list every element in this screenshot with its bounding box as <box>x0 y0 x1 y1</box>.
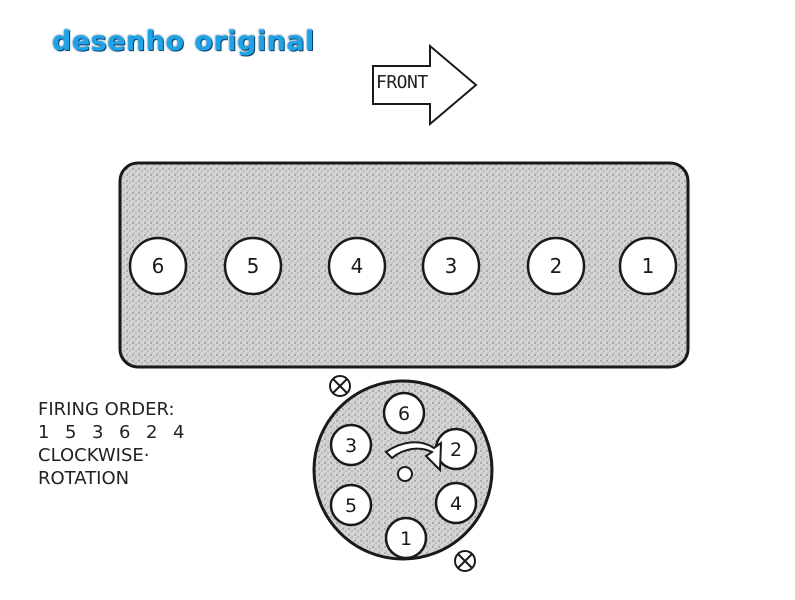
engine-block <box>118 161 690 369</box>
cylinder-number: 6 <box>152 254 165 278</box>
rotor-icon <box>384 441 443 482</box>
firing-order-item: 5 <box>65 422 77 443</box>
cap-terminal: 2 <box>434 427 478 471</box>
hold-down-clip-icon <box>329 375 351 397</box>
rotation-line-1: CLOCKWISE· <box>38 445 150 466</box>
cap-terminal-number: 6 <box>398 403 410 425</box>
cap-terminal-number: 2 <box>450 439 462 461</box>
cylinder-number: 2 <box>550 254 563 278</box>
firing-order-item: 4 <box>173 422 185 443</box>
cylinder-number: 4 <box>351 254 364 278</box>
firing-order-item: 3 <box>92 422 104 443</box>
cylinder-circle <box>128 236 188 296</box>
firing-order-label: FIRING ORDER: <box>38 399 175 420</box>
cylinder-circle <box>327 236 387 296</box>
cylinder: 6 <box>128 236 188 296</box>
cap-terminal: 4 <box>434 481 478 525</box>
cap-terminal-number: 4 <box>450 493 462 515</box>
cylinder: 4 <box>327 236 387 296</box>
cylinder-circle <box>223 236 283 296</box>
watermark-text: desenho original <box>52 26 315 57</box>
hold-down-clip-icon <box>454 550 476 572</box>
firing-order-item: 2 <box>146 422 158 443</box>
cap-terminal-number: 5 <box>345 495 357 517</box>
cylinder-number: 3 <box>445 254 458 278</box>
front-arrow-icon <box>372 43 478 127</box>
cap-terminal: 6 <box>382 391 426 435</box>
cap-terminal-circle <box>329 483 373 527</box>
cylinder-circle <box>618 236 678 296</box>
cylinder-number: 1 <box>642 254 655 278</box>
cap-terminal-circle <box>384 516 428 560</box>
cap-terminal: 3 <box>329 423 373 467</box>
cylinder: 3 <box>421 236 481 296</box>
cap-terminal-number: 1 <box>400 528 412 550</box>
cap-terminal-circle <box>434 481 478 525</box>
cap-terminal-circle <box>382 391 426 435</box>
cylinder: 1 <box>618 236 678 296</box>
cylinder-number: 5 <box>247 254 260 278</box>
cylinder: 2 <box>526 236 586 296</box>
front-label: FRONT <box>376 72 428 93</box>
firing-order-item: 6 <box>119 422 131 443</box>
rotation-line-2: ROTATION <box>38 468 130 489</box>
cap-terminal-number: 3 <box>345 435 357 457</box>
cap-terminal-circle <box>329 423 373 467</box>
cylinder-circle <box>526 236 586 296</box>
cylinder: 5 <box>223 236 283 296</box>
cap-terminal: 1 <box>384 516 428 560</box>
firing-order-item: 1 <box>38 422 50 443</box>
cylinder-circle <box>421 236 481 296</box>
cap-terminal: 5 <box>329 483 373 527</box>
